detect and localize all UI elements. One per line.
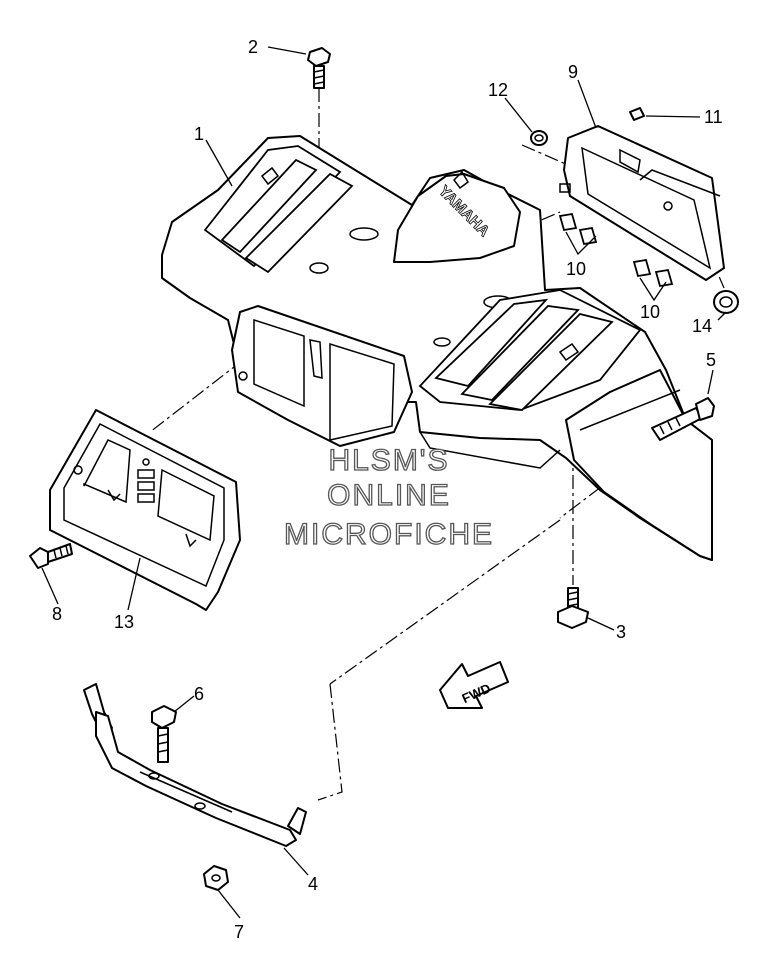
callout-labels: 1 2 3 4 5 6 7 8 9 10 10 11 12 13 14 xyxy=(52,37,723,942)
bracket-4 xyxy=(83,683,307,847)
bolt-6 xyxy=(151,705,177,763)
callout-12: 12 xyxy=(488,80,508,100)
bolt-8 xyxy=(29,543,73,569)
watermark-line-1: HLSM'S xyxy=(328,444,449,477)
bolt-3 xyxy=(557,587,589,629)
watermark-line-2: ONLINE xyxy=(327,479,451,512)
callout-7: 7 xyxy=(234,922,244,942)
callout-6: 6 xyxy=(194,684,204,704)
callout-8: 8 xyxy=(52,604,62,624)
light-housing-9 xyxy=(559,125,725,281)
callout-3: 3 xyxy=(616,622,626,642)
callout-14: 14 xyxy=(692,316,712,336)
callout-11: 11 xyxy=(704,107,723,127)
callout-10b: 10 xyxy=(640,302,660,322)
callout-9: 9 xyxy=(568,62,578,82)
nut-7 xyxy=(203,865,229,891)
watermark-line-3: MICROFICHE xyxy=(284,518,494,551)
front-fender: YAMAHA xyxy=(161,135,713,561)
callout-4: 4 xyxy=(308,874,318,894)
watermark: HLSM'S ONLINE MICROFICHE xyxy=(283,443,494,551)
callout-13: 13 xyxy=(114,612,134,632)
small-parts xyxy=(530,107,739,314)
callout-10a: 10 xyxy=(566,259,586,279)
forward-arrow-icon: FWD xyxy=(439,661,509,709)
callout-2: 2 xyxy=(248,37,258,57)
callout-1: 1 xyxy=(194,124,204,144)
headlight-housing-frame xyxy=(231,305,413,447)
headlight-bezel xyxy=(49,409,241,611)
bolt-2 xyxy=(307,47,331,89)
leader-lines xyxy=(41,46,727,919)
bolt-5 xyxy=(651,397,715,441)
callout-5: 5 xyxy=(706,350,716,370)
